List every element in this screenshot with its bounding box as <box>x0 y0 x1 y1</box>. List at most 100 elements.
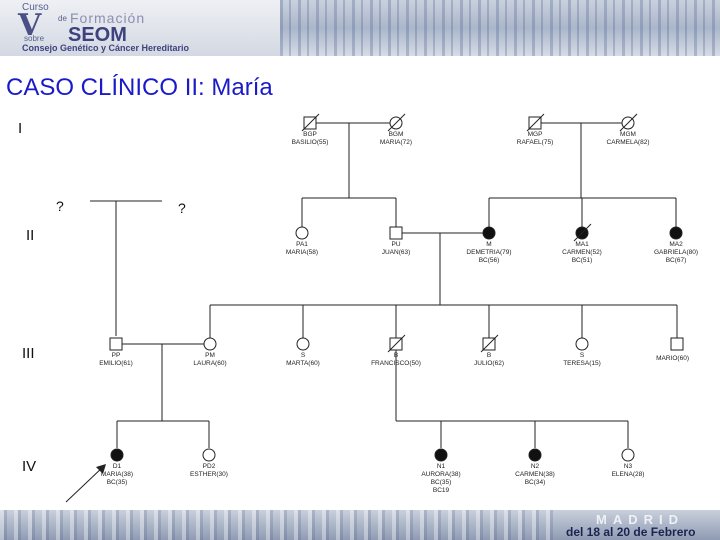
person-label: PM <box>205 352 215 359</box>
person-label: EMILIO(61) <box>99 360 133 367</box>
person-label: ESTHER(30) <box>190 471 228 478</box>
footer-dates: del 18 al 20 de Febrero <box>566 525 696 539</box>
generation-label-iv: IV <box>22 458 36 475</box>
person-label: JULIO(62) <box>474 360 504 367</box>
person-label: MARIO(60) <box>656 355 689 362</box>
person-label: ELENA(28) <box>612 471 645 478</box>
slide-footer: MADRID del 18 al 20 de Febrero <box>0 510 720 540</box>
header-decoration <box>280 0 720 56</box>
deceased-slash <box>619 113 638 132</box>
person-label: MA1 <box>575 241 589 248</box>
logo-sobre: sobre <box>24 34 45 43</box>
generation-label-iii: III <box>22 345 35 362</box>
person-label: N2 <box>531 463 540 470</box>
slide-title: CASO CLÍNICO II: María <box>6 74 273 101</box>
female-symbol <box>528 448 542 462</box>
proband-arrow <box>65 465 105 503</box>
person-label: MARIA(72) <box>380 139 412 146</box>
female-symbol <box>295 226 309 240</box>
person-label: BC(51) <box>572 257 593 264</box>
footer-decoration <box>0 510 560 540</box>
deceased-slash <box>387 113 406 132</box>
person-label: BC(56) <box>479 257 500 264</box>
person-label: CARMEN(38) <box>515 471 555 478</box>
footer-city: MADRID <box>596 512 684 527</box>
male-symbol <box>389 226 403 240</box>
person-label: BASILIO(55) <box>292 139 329 146</box>
deceased-slash <box>573 223 592 242</box>
female-symbol <box>482 226 496 240</box>
person-label: BGP <box>303 131 317 138</box>
person-label: BC(35) <box>431 479 452 486</box>
female-symbol <box>621 448 635 462</box>
person-label: LAURA(60) <box>193 360 226 367</box>
person-label: BC(67) <box>666 257 687 264</box>
person-label: MARIA(38) <box>101 471 133 478</box>
logo-formacion: Formación <box>70 10 146 26</box>
generation-label-ii: II <box>26 227 34 244</box>
person-label: N1 <box>437 463 446 470</box>
pedigree-lines <box>65 122 678 503</box>
female-symbol <box>110 448 124 462</box>
person-label: AURORA(38) <box>421 471 460 478</box>
person-label: BGM <box>389 131 404 138</box>
person-label: RAFAEL(75) <box>517 139 554 146</box>
person-label: S <box>580 352 585 359</box>
male-symbol <box>670 337 684 351</box>
person-label: FRANCISCO(50) <box>371 360 421 367</box>
generation-label-i: I <box>18 120 22 137</box>
person-label: MARIA(58) <box>286 249 318 256</box>
person-label: N3 <box>624 463 633 470</box>
person-label: B <box>394 352 398 359</box>
logo-consejo: Consejo Genético y Cáncer Hereditario <box>22 43 190 53</box>
male-symbol <box>109 337 123 351</box>
person-label: PP <box>112 352 121 359</box>
female-symbol <box>575 337 589 351</box>
person-label: GABRIELA(80) <box>654 249 698 256</box>
person-label: PU <box>391 241 400 248</box>
person-label: BC(35) <box>107 479 128 486</box>
person-label: CARMELA(82) <box>607 139 650 146</box>
deceased-slash <box>387 334 406 353</box>
female-symbol <box>296 337 310 351</box>
person-label: PA1 <box>296 241 308 248</box>
person-label: MGM <box>620 131 636 138</box>
female-symbol <box>669 226 683 240</box>
female-symbol <box>434 448 448 462</box>
person-label: B <box>487 352 491 359</box>
female-symbol <box>203 337 217 351</box>
logo-de: de <box>58 14 67 23</box>
person-label: DEMETRIA(79) <box>466 249 511 256</box>
pedigree-person-s3: MARIO(60) <box>656 337 689 362</box>
person-label: JUAN(63) <box>382 249 411 256</box>
proband-arrow-head <box>96 464 106 474</box>
deceased-slash <box>526 113 545 132</box>
pedigree-diagram: I II III IV ? ? <box>18 113 698 503</box>
person-label: BC(34) <box>525 479 546 486</box>
unknown-ancestor-mark: ? <box>178 200 186 216</box>
logo-v-mark: V <box>18 8 42 43</box>
logo-seom: SEOM <box>68 24 127 46</box>
seom-logo: Curso V de Formación SEOM sobre Consejo … <box>0 0 281 56</box>
female-symbol <box>202 448 216 462</box>
person-label: BC19 <box>433 487 450 494</box>
deceased-slash <box>301 113 320 132</box>
person-label: MGP <box>528 131 543 138</box>
